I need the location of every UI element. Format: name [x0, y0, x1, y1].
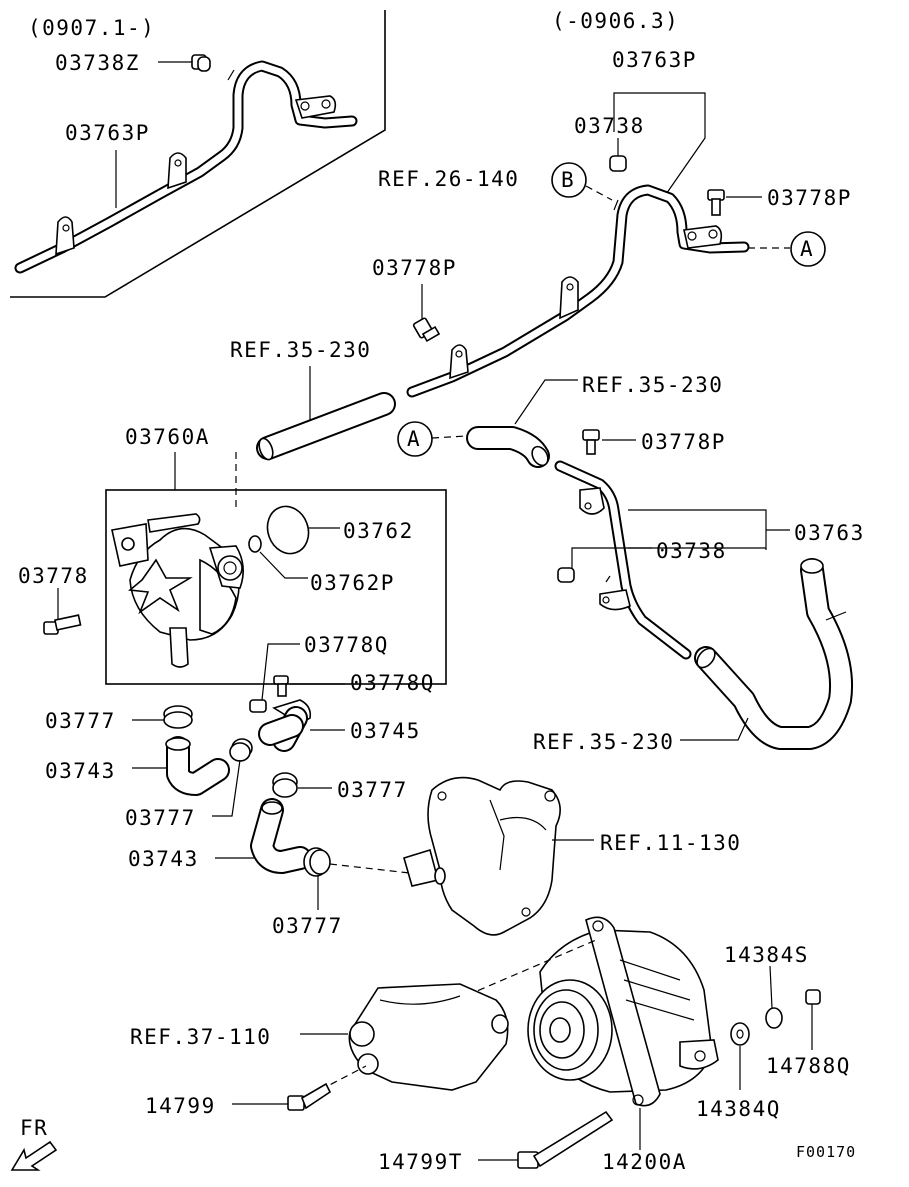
label-03777-c: 03777 — [337, 778, 408, 802]
label-ref26-140: REF.26-140 — [378, 167, 519, 191]
label-03762P: 03762P — [310, 571, 395, 595]
label-03762: 03762 — [343, 519, 414, 543]
bolt-03738Z — [191, 54, 211, 72]
bolt-03778 — [43, 614, 82, 635]
callout-a-right: A — [800, 237, 814, 261]
callout-a-left: A — [407, 427, 421, 451]
callout-b-circle — [551, 162, 587, 198]
hose-ref35-upper — [256, 392, 396, 461]
bracket-ref37 — [348, 983, 509, 1091]
o-ring-03762 — [266, 505, 310, 555]
nut-14788Q — [805, 989, 821, 1005]
label-03777-b: 03777 — [125, 806, 196, 830]
label-03777-a: 03777 — [45, 709, 116, 733]
label-14799: 14799 — [145, 1094, 216, 1118]
variant-frame-new — [10, 10, 386, 298]
o-ring-03762P — [248, 535, 262, 553]
variant-label-new: (0907.1-) — [28, 16, 155, 40]
label-03738-top: 03738 — [574, 114, 645, 138]
label-03743-b: 03743 — [128, 847, 199, 871]
variant-label-old: (-0906.3) — [552, 9, 679, 33]
hose-ref35-c — [694, 558, 854, 750]
label-14799T: 14799T — [378, 1150, 463, 1174]
callout-b: B — [561, 168, 575, 192]
label-03738-mid: 03738 — [656, 539, 727, 563]
bolt-14799 — [287, 1082, 332, 1111]
label-03738Z: 03738Z — [55, 51, 140, 75]
label-03763: 03763 — [794, 521, 865, 545]
fitting-03745 — [258, 699, 312, 752]
label-03778Q-b: 03778Q — [350, 671, 435, 695]
label-03763P-right: 03763P — [612, 48, 697, 72]
bolt-03738-mid — [557, 567, 575, 583]
clamp-03777-b — [229, 738, 253, 762]
engine-cylinder-head-ref11 — [403, 776, 561, 936]
bolt-03778Q-b — [273, 675, 289, 697]
washer-14384Q — [730, 1022, 750, 1046]
label-03778: 03778 — [18, 564, 89, 588]
label-14200A: 14200A — [602, 1150, 687, 1174]
clamp-03777-d — [303, 847, 331, 877]
label-03743-a: 03743 — [45, 759, 116, 783]
label-14788Q: 14788Q — [766, 1054, 851, 1078]
vacuum-pump-03760A — [111, 513, 244, 668]
clamp-03777-a — [163, 705, 193, 729]
hose-03743-a — [165, 736, 230, 796]
label-14384S: 14384S — [724, 943, 809, 967]
label-03778P-b: 03778P — [372, 256, 457, 280]
label-03745: 03745 — [350, 719, 421, 743]
washer-14384S — [765, 1007, 783, 1029]
vacuum-pipe-new — [14, 60, 358, 274]
label-14384Q: 14384Q — [696, 1097, 781, 1121]
bolt-03778Q-a — [249, 699, 267, 713]
bolt-03778P-right — [582, 429, 600, 455]
label-ref35-230-a: REF.35-230 — [230, 338, 371, 362]
alternator-14200A — [527, 916, 719, 1107]
front-arrow-icon — [10, 1140, 58, 1171]
hose-03743-b — [250, 798, 312, 874]
label-ref37-110: REF.37-110 — [130, 1025, 271, 1049]
label-03777-d: 03777 — [272, 914, 343, 938]
label-03763P-top: 03763P — [65, 121, 150, 145]
front-marker-label: FR — [20, 1116, 48, 1140]
bolt-03778P-mid — [412, 317, 441, 343]
callout-a-left-circle — [397, 421, 433, 457]
callout-a-right-circle — [790, 231, 826, 267]
bolt-03778P-top — [707, 189, 725, 216]
hose-ref35-a — [466, 426, 550, 468]
label-03778P-a: 03778P — [767, 186, 852, 210]
bolt-14799T — [517, 1110, 614, 1169]
label-03760A: 03760A — [125, 425, 210, 449]
vacuum-pipe-old — [406, 184, 750, 398]
label-ref35-230-b: REF.35-230 — [582, 373, 723, 397]
bolt-03738-top — [609, 155, 627, 172]
label-ref11-130: REF.11-130 — [600, 831, 741, 855]
label-03778P-c: 03778P — [641, 430, 726, 454]
label-03778Q-a: 03778Q — [304, 633, 389, 657]
label-ref35-230-c: REF.35-230 — [533, 730, 674, 754]
figure-code: F00170 — [796, 1143, 856, 1161]
clamp-03777-c — [272, 772, 298, 798]
